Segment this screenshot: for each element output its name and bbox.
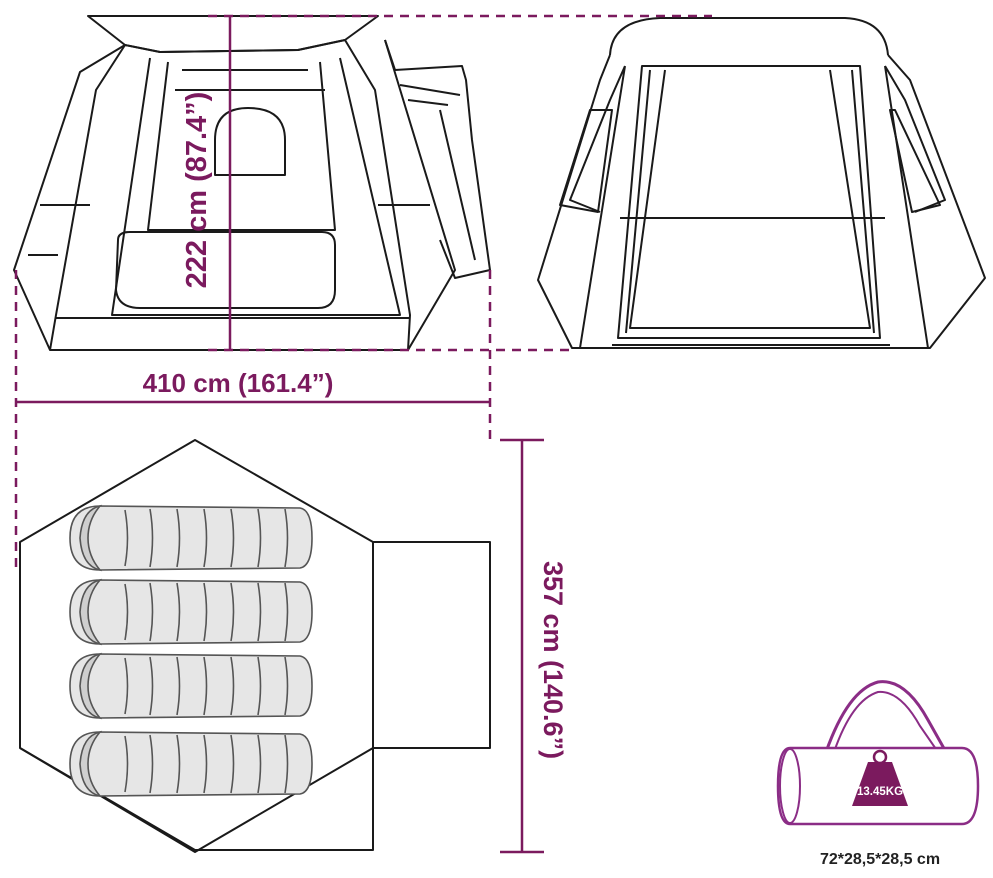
- sleeping-bag-icon: [69, 653, 313, 719]
- sleeping-bag-icon: [69, 504, 313, 572]
- sleeping-bag-hood: [79, 504, 103, 572]
- back-wall-inner: [629, 69, 871, 329]
- sleeping-bag-quilt-lines: [124, 508, 289, 568]
- sleeping-bag-icon: [69, 579, 313, 645]
- weight-label: 13.45KG: [857, 786, 903, 798]
- weight-icon-ring: [872, 749, 888, 765]
- front-left-panel: [49, 44, 126, 351]
- front-roof-line: [124, 39, 346, 53]
- front-door-frame: [111, 57, 401, 316]
- back-left-window: [559, 109, 613, 213]
- height-label: 222 cm (87.4”): [181, 92, 213, 289]
- back-top-shell: [609, 17, 889, 56]
- front-outer-shell: [13, 39, 456, 351]
- back-outer-shell: [537, 54, 986, 349]
- floor-vestibule: [372, 541, 491, 749]
- front-door-zip: [175, 69, 325, 91]
- carry-bag-icon: 13.45KG: [776, 680, 980, 826]
- width-label: 410 cm (161.4”): [143, 368, 334, 398]
- back-wall-door: [625, 69, 875, 334]
- front-left-seam: [28, 204, 90, 256]
- carry-bag-size-label: 72*28,5*28,5 cm: [820, 851, 940, 868]
- back-left-panel: [569, 65, 626, 349]
- dimension-lines: [14, 14, 712, 854]
- carry-bag-end-cap: [779, 748, 801, 824]
- front-window: [214, 107, 286, 176]
- tent-back-view: [537, 17, 986, 349]
- front-vestibule: [384, 39, 491, 279]
- front-door-inner: [147, 61, 336, 231]
- back-wall: [617, 65, 881, 339]
- sleeping-bag-icon: [69, 731, 313, 797]
- front-right-panel: [344, 39, 411, 351]
- front-door-pane: [115, 231, 336, 309]
- sleeping-bags: [69, 504, 313, 797]
- back-right-window: [889, 109, 941, 213]
- tent-front-view: [13, 15, 491, 351]
- carry-bag-handle: [824, 680, 948, 753]
- weight-icon: [852, 762, 908, 806]
- sleeping-bag-body: [69, 505, 313, 571]
- front-vestibule-inner: [399, 84, 476, 261]
- depth-label: 357 cm (140.6”): [538, 561, 568, 759]
- carry-bag-handle-inner: [833, 690, 939, 753]
- back-right-panel: [884, 65, 946, 349]
